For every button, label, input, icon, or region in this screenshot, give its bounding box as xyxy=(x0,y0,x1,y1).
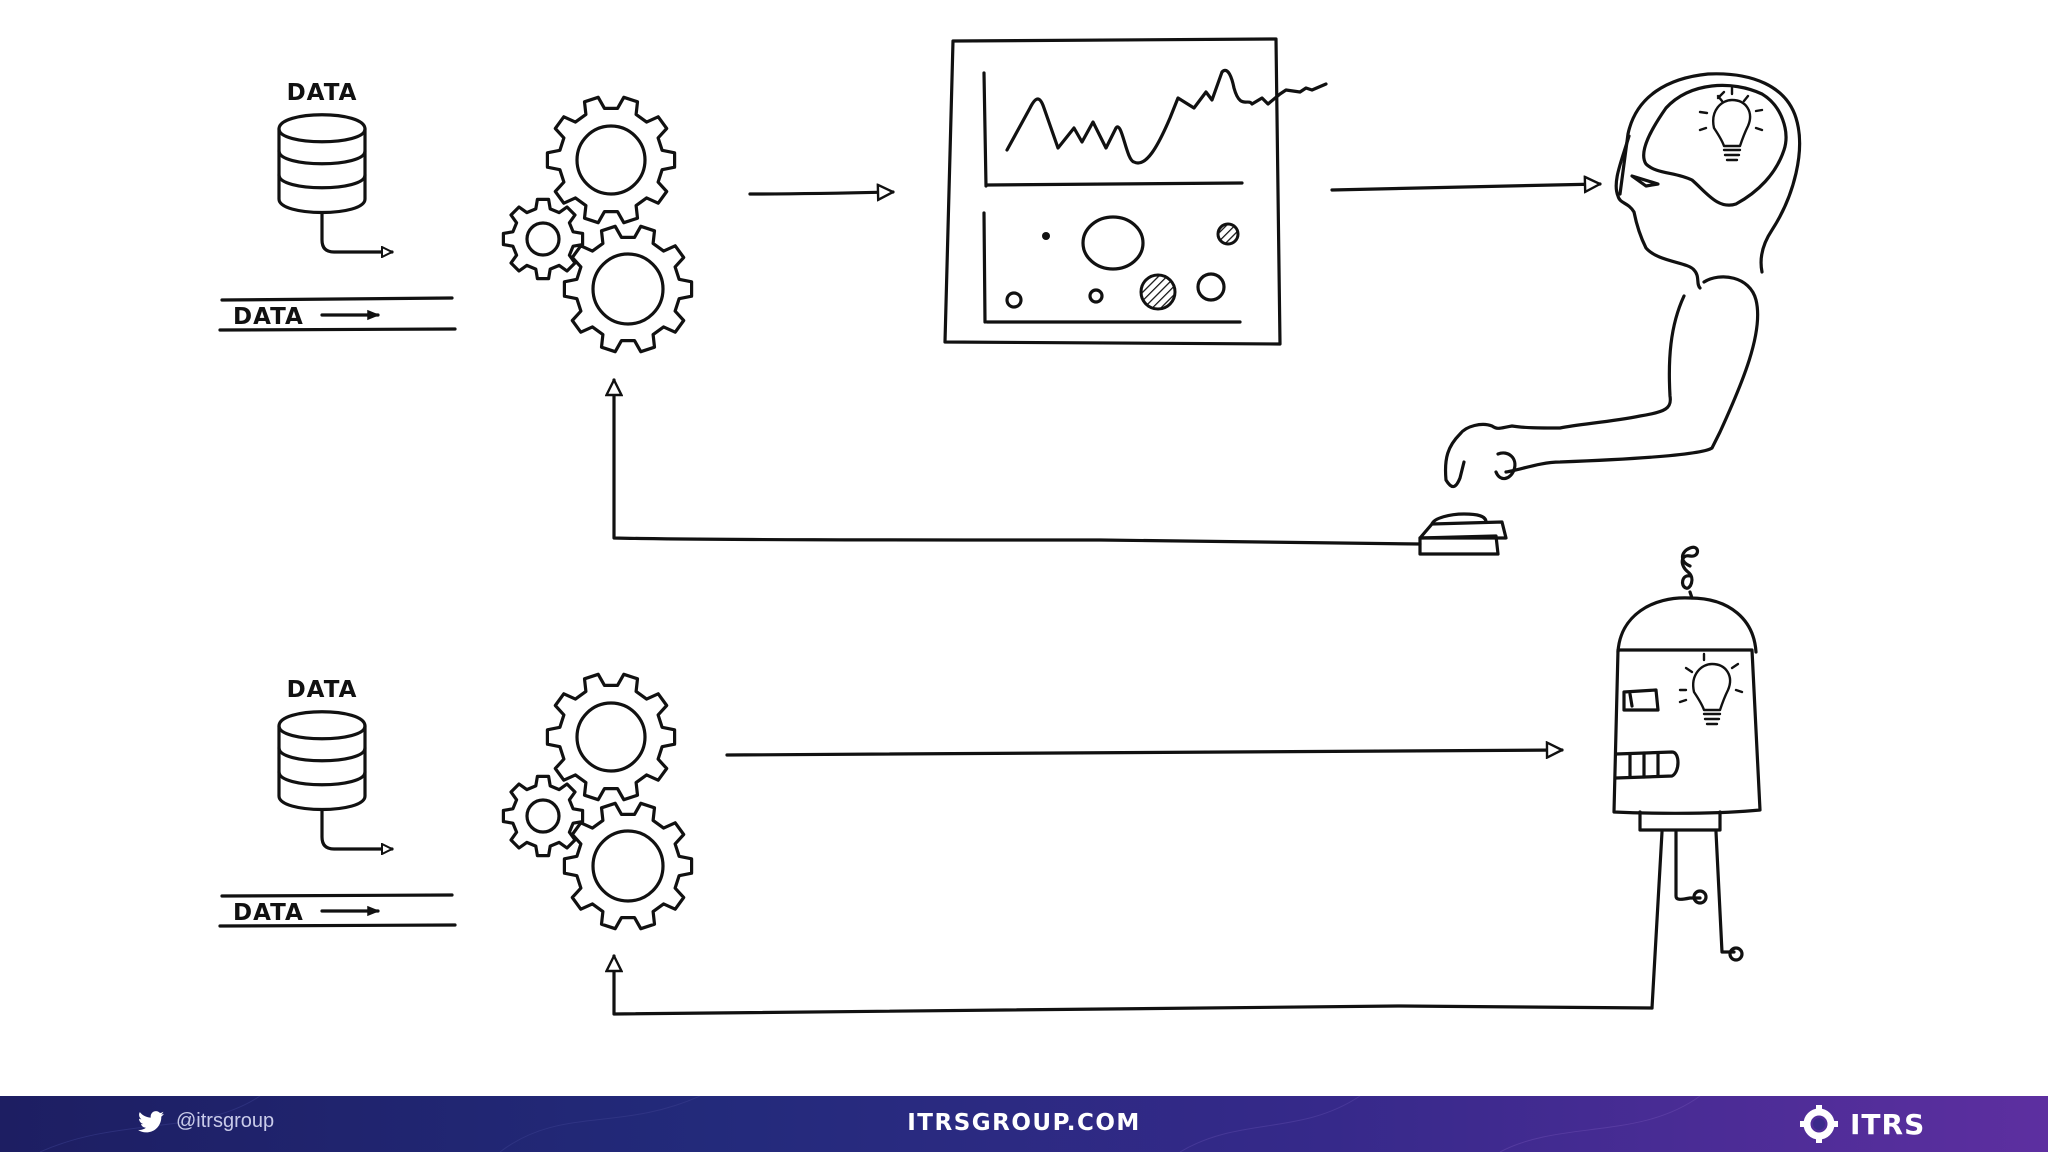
arrow-to-robot xyxy=(725,750,1564,755)
twitter-link[interactable]: @itrsgroup xyxy=(138,1110,274,1133)
footer-bar: @itrsgroup ITRSGROUP.COM ITRS xyxy=(0,1096,2048,1152)
bottom-row: DATA DATA xyxy=(218,545,1762,1016)
twitter-icon xyxy=(138,1110,164,1132)
stream-label: DATA xyxy=(233,900,304,926)
twitter-handle: @itrsgroup xyxy=(176,1110,275,1132)
process-diagram: DATA DATA xyxy=(218,37,1802,1016)
database-icon: DATA xyxy=(277,677,394,849)
gears-icon xyxy=(501,672,694,931)
small-gear-hole xyxy=(525,221,561,257)
large-gear-top-hole xyxy=(575,124,647,196)
person-icon xyxy=(1443,72,1802,489)
database-icon: DATA xyxy=(277,80,394,252)
robot-icon xyxy=(1612,545,1762,1010)
large-gear-bottom xyxy=(562,801,694,931)
website-link[interactable]: ITRSGROUP.COM xyxy=(907,1110,1141,1136)
database-label: DATA xyxy=(287,677,358,703)
large-gear-top xyxy=(545,672,677,802)
brand-name: ITRS xyxy=(1850,1107,1926,1141)
small-gear xyxy=(501,774,585,858)
large-gear-top xyxy=(545,95,677,225)
database-label: DATA xyxy=(287,80,358,106)
large-gear-top-hole xyxy=(575,701,647,773)
itrs-logo-icon xyxy=(1800,1105,1838,1143)
large-gear-bottom xyxy=(562,224,694,354)
feedback-arrow-bottom xyxy=(614,954,1654,1016)
lightbulb-icon xyxy=(1678,652,1744,726)
lightbulb-icon xyxy=(1698,86,1764,162)
small-gear-hole xyxy=(525,798,561,834)
data-stream: DATA xyxy=(218,893,457,928)
large-gear-bottom-hole xyxy=(591,829,665,903)
large-gear-bottom-hole xyxy=(591,252,665,326)
stream-label: DATA xyxy=(233,304,304,330)
feedback-arrow-top xyxy=(614,378,1422,546)
data-stream: DATA xyxy=(218,296,457,332)
dashboard-icon xyxy=(943,37,1328,346)
arrow-to-person xyxy=(1330,184,1600,190)
top-row: DATA DATA xyxy=(218,37,1802,556)
gears-icon xyxy=(501,95,694,354)
small-gear xyxy=(501,197,585,281)
itrs-brand: ITRS xyxy=(1800,1105,1925,1143)
push-button-icon xyxy=(1418,512,1508,556)
arrow-to-dashboard xyxy=(748,192,893,194)
